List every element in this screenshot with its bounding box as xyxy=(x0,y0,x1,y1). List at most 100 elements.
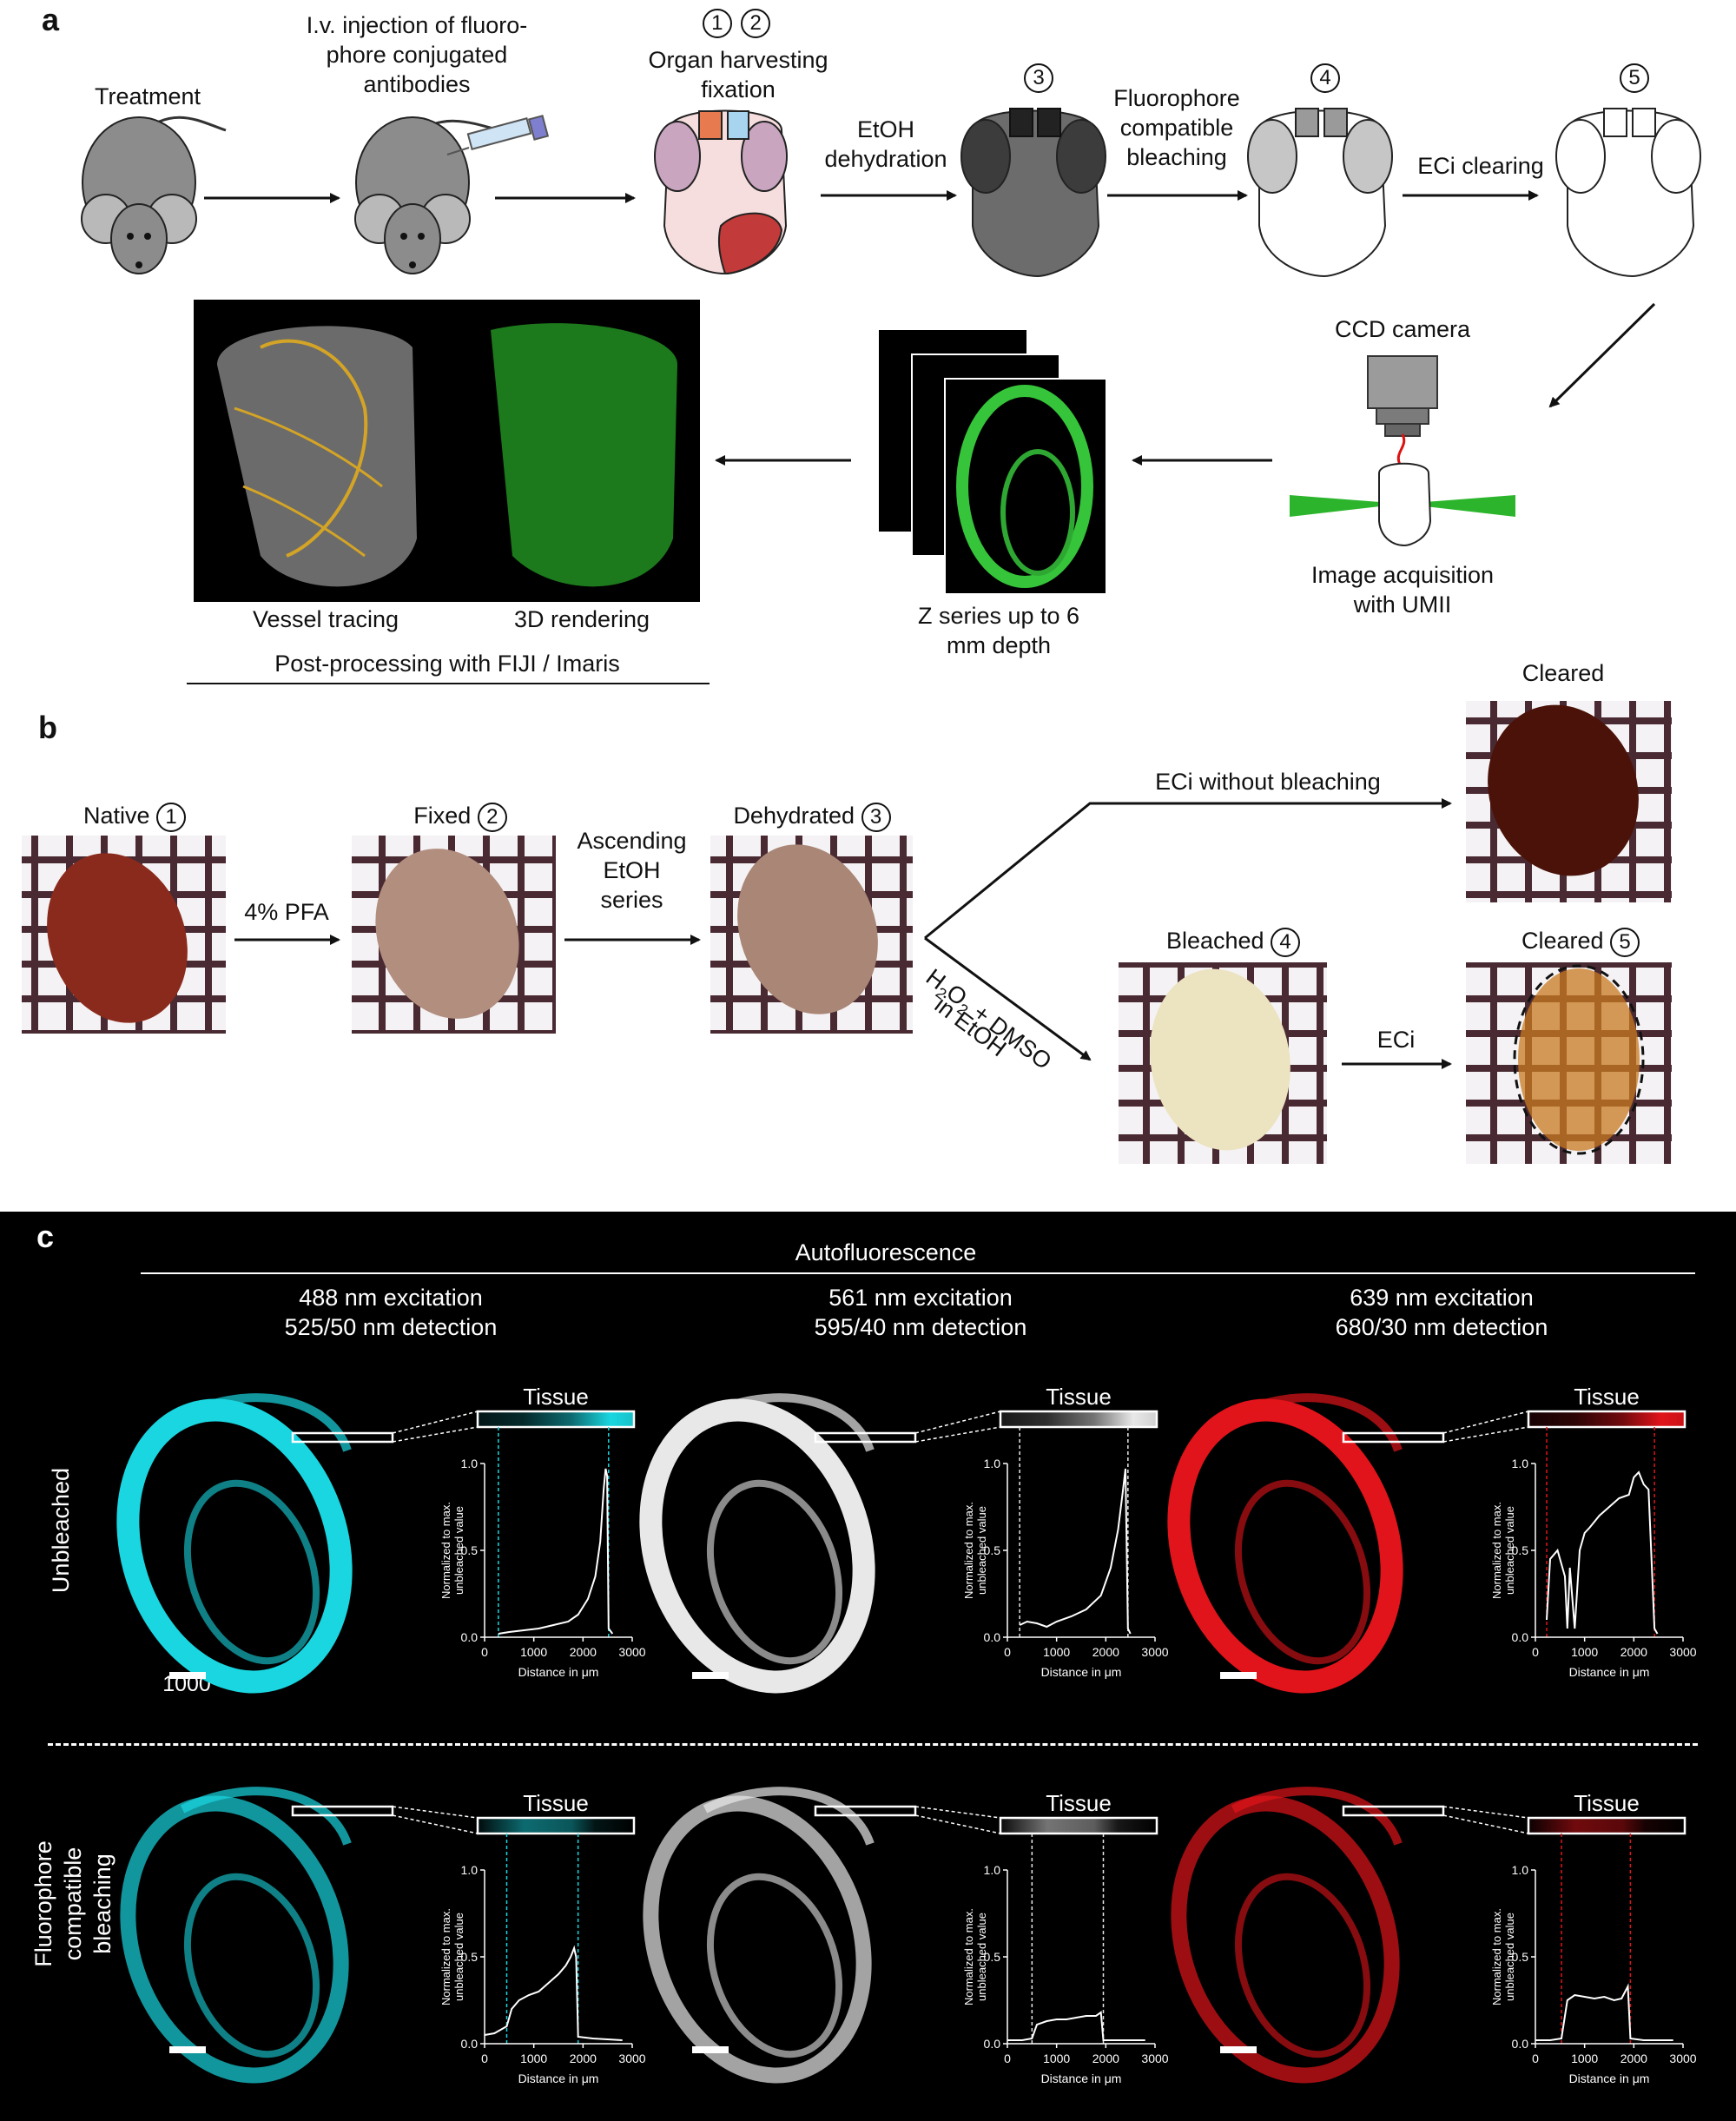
y-tick-label: 0.0 xyxy=(1512,2037,1529,2051)
y-tick-label: 0.5 xyxy=(461,1543,479,1557)
label-harvest-1: Organ harvesting xyxy=(648,47,828,73)
label-bleached: Bleached 4 xyxy=(1129,926,1337,957)
arrow-6 xyxy=(1548,302,1656,408)
channel-639-line1: 639 nm excitation xyxy=(1350,1285,1534,1311)
label-etoh-1: EtOH xyxy=(856,116,914,142)
native-text: Native xyxy=(83,803,150,829)
zoom-connector xyxy=(1442,1806,1529,1819)
x-tick-label: 0 xyxy=(481,2052,488,2065)
x-tick-label: 1000 xyxy=(1571,2052,1598,2065)
header-rule xyxy=(141,1272,1695,1274)
y-tick-label: 1.0 xyxy=(984,1863,1001,1877)
label-vessel-tracing: Vessel tracing xyxy=(252,606,399,632)
light-sheet-icon xyxy=(1290,462,1515,547)
channel-488-line1: 488 nm excitation xyxy=(299,1285,483,1311)
x-tick-label: 3000 xyxy=(618,1645,645,1659)
zoom-connector xyxy=(1442,1411,1529,1434)
label-ascending-2: EtOH xyxy=(603,857,661,883)
arrow-eci-without-bleaching xyxy=(924,798,1452,940)
syringe-icon xyxy=(446,115,550,155)
y-axis-label-2: unbleached value xyxy=(975,1506,988,1595)
label-harvest-2: fixation xyxy=(701,76,776,102)
harvest-step-numbers: 1 2 xyxy=(693,9,780,38)
panel-c: c Autofluorescence 488 nm excitation 525… xyxy=(0,1212,1736,2121)
y-tick-label: 0.5 xyxy=(1512,1950,1529,1964)
profile-line xyxy=(498,1468,614,1635)
mouse-icon-injection xyxy=(354,116,500,274)
zoom-connector xyxy=(914,1426,1001,1443)
tissue-strip xyxy=(1527,1410,1686,1429)
label-eci-without: ECi without bleaching xyxy=(1155,769,1381,795)
x-tick-label: 3000 xyxy=(1141,2052,1168,2065)
label-injection-1: I.v. injection of fluoro- xyxy=(306,12,528,38)
scale-bar xyxy=(1220,1672,1257,1679)
dehydrated-number: 3 xyxy=(861,803,891,832)
profile-line xyxy=(1019,1468,1132,1635)
x-tick-label: 1000 xyxy=(1571,1645,1598,1659)
label-ascending-3: series xyxy=(600,887,663,913)
tissue-label: Tissue xyxy=(1574,1384,1640,1410)
label-cleared-2: Cleared 5 xyxy=(1476,926,1685,957)
x-tick-label: 1000 xyxy=(1043,1645,1070,1659)
y-axis-label-2: unbleached value xyxy=(452,1506,465,1595)
x-axis-label: Distance in μm xyxy=(1041,2071,1122,2085)
label-dehydrated: Dehydrated 3 xyxy=(712,801,912,832)
scale-bar xyxy=(692,2046,729,2053)
zoom-connector xyxy=(1442,1426,1529,1443)
x-axis-label: Distance in μm xyxy=(1569,2071,1650,2085)
tissue-label: Tissue xyxy=(1046,1790,1112,1816)
y-tick-label: 0.0 xyxy=(461,1630,479,1644)
selection-box xyxy=(814,1431,917,1444)
label-bleach-3: bleaching xyxy=(1126,144,1227,170)
label-treatment: Treatment xyxy=(94,83,201,109)
row-divider xyxy=(48,1743,1698,1746)
y-axis-label-1: Normalized to max. xyxy=(962,1908,975,2005)
scale-bar xyxy=(1220,2046,1257,2053)
x-tick-label: 3000 xyxy=(1669,2052,1696,2065)
y-tick-label: 1.0 xyxy=(1512,1863,1529,1877)
profile-line xyxy=(1546,1470,1659,1635)
heart-section-inner xyxy=(1234,1873,1371,2058)
native-number: 1 xyxy=(156,803,187,832)
channel-488-line2: 525/50 nm detection xyxy=(284,1314,498,1340)
label-3d-rendering: 3D rendering xyxy=(513,606,650,632)
y-tick-label: 1.0 xyxy=(461,1863,479,1877)
scale-bar xyxy=(169,1672,206,1679)
x-tick-label: 2000 xyxy=(1092,1645,1119,1659)
selection-box xyxy=(291,1431,394,1444)
panel-a-illustration xyxy=(81,108,1701,684)
label-fixed: Fixed 2 xyxy=(382,801,538,832)
zoom-connector xyxy=(392,1426,479,1443)
photo-cleared-bleached xyxy=(1466,962,1672,1164)
y-axis-label-2: unbleached value xyxy=(1503,1506,1516,1595)
tissue-strip xyxy=(1527,1816,1686,1835)
step-number-3: 3 xyxy=(1024,63,1053,93)
label-eci-clearing: ECi clearing xyxy=(1417,153,1544,179)
x-tick-label: 3000 xyxy=(618,2052,645,2065)
label-pfa: 4% PFA xyxy=(244,899,329,925)
zoom-connector xyxy=(914,1806,1001,1819)
photo-native xyxy=(22,836,226,1034)
tissue-label: Tissue xyxy=(523,1790,589,1816)
label-postprocessing: Post-processing with FIJI / Imaris xyxy=(274,651,620,677)
heart-section-atria xyxy=(180,1787,352,1846)
y-tick-label: 0.0 xyxy=(461,2037,479,2051)
heart-section-inner xyxy=(706,1479,843,1665)
heart-icon-bleached xyxy=(1247,108,1393,278)
tissue-strip xyxy=(476,1816,636,1835)
panel-b-photos xyxy=(22,701,1672,1164)
y-tick-label: 0.0 xyxy=(984,1630,1001,1644)
photo-fixed xyxy=(352,836,556,1034)
panel-letter-a: a xyxy=(42,2,60,37)
x-tick-label: 0 xyxy=(1004,1645,1011,1659)
heart-icon-harvest xyxy=(654,109,788,275)
x-tick-label: 0 xyxy=(1532,1645,1539,1659)
y-tick-label: 0.5 xyxy=(984,1950,1001,1964)
bleached-number: 4 xyxy=(1271,928,1301,957)
label-eci: ECi xyxy=(1376,1027,1416,1053)
x-tick-label: 2000 xyxy=(1620,2052,1647,2065)
x-tick-label: 1000 xyxy=(520,2052,547,2065)
x-tick-label: 2000 xyxy=(1620,1645,1647,1659)
y-axis-label-2: unbleached value xyxy=(1503,1913,1516,2001)
